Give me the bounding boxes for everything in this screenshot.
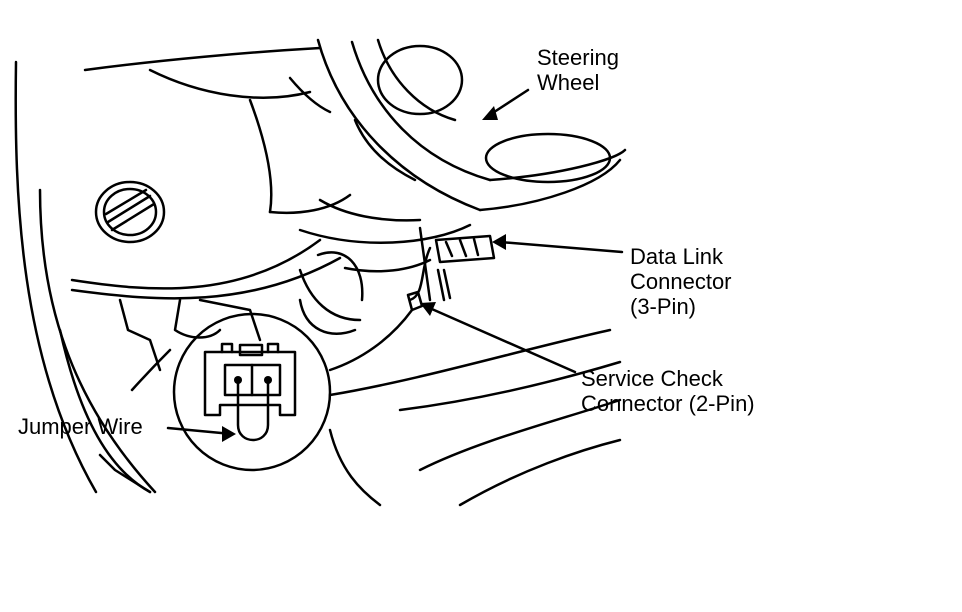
connector-latch: [238, 343, 264, 357]
dashboard-hood: [70, 46, 472, 300]
dlc-label-line1: Data Link: [630, 244, 723, 269]
service-check-connector-label: Service Check Connector (2-Pin): [581, 366, 755, 416]
steering-wheel-label-line1: Steering: [537, 45, 619, 70]
arrowhead-dlc: [492, 234, 506, 250]
scc-label-line1: Service Check: [581, 366, 723, 391]
steering-wheel-label: Steering Wheel: [537, 45, 619, 95]
steering-wheel-label-line2: Wheel: [537, 70, 600, 95]
pin-dot-right: [264, 376, 272, 384]
pin-dot-left: [234, 376, 242, 384]
data-link-connector-label: Data Link Connector (3-Pin): [630, 244, 732, 319]
kick-panel: [98, 298, 172, 494]
data-link-connector: [408, 234, 496, 302]
connector-housing: [203, 350, 297, 417]
steering-wheel: [316, 38, 627, 212]
zoom-circle: [172, 312, 332, 472]
jumper-wire-label: Jumper Wire: [18, 414, 143, 439]
dlc-label-line3: (3-Pin): [630, 294, 697, 319]
dlc-label-line2: Connector: [630, 269, 732, 294]
lower-panel: [328, 226, 622, 507]
arrowhead-steering: [482, 106, 498, 120]
scc-label-line2: Connector (2-Pin): [581, 391, 755, 416]
leader-lines: [166, 88, 624, 436]
arrowhead-scc: [420, 302, 436, 316]
arrowhead-jumper: [222, 426, 236, 442]
service-check-connector: [328, 290, 424, 372]
air-vent: [94, 180, 166, 244]
jumper-wire: [236, 378, 270, 442]
